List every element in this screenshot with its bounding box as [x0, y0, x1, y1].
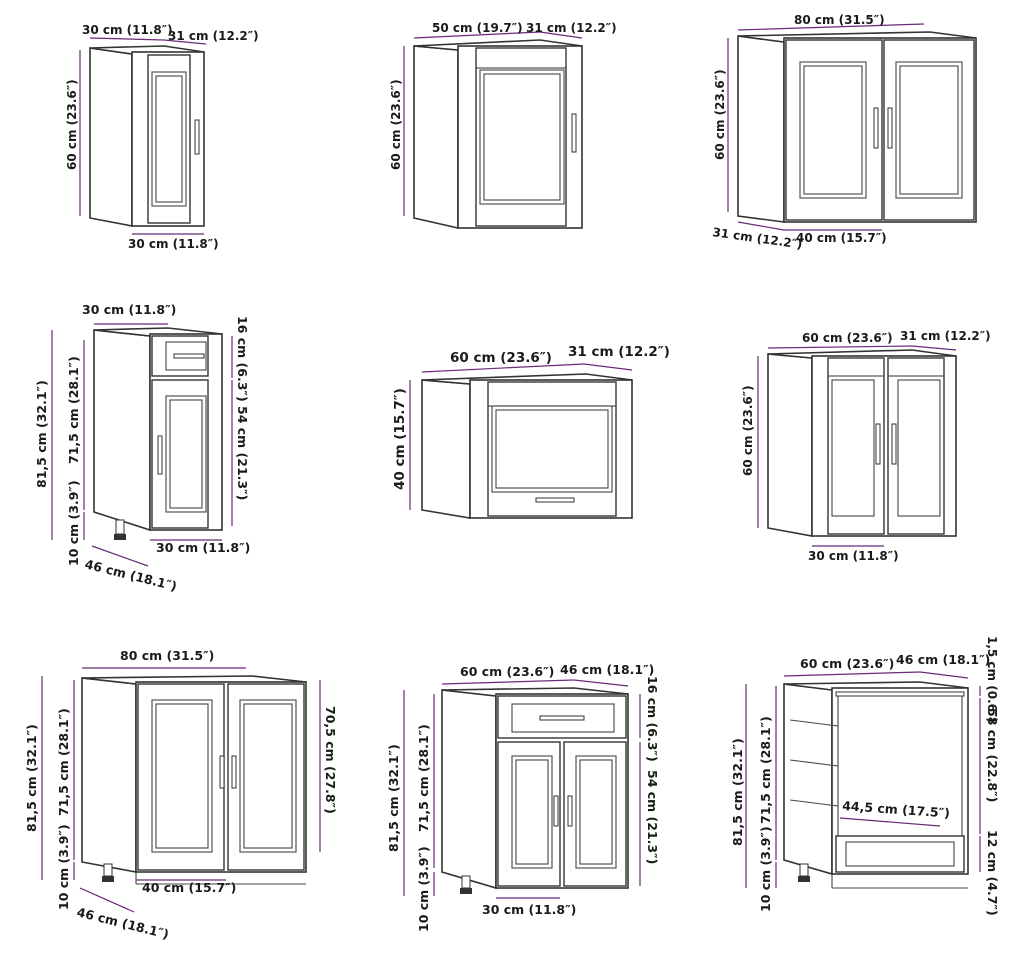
- sink-80-door-width: 40 cm (15.7″): [142, 880, 236, 895]
- base-60-door-height: 54 cm (21.3″): [645, 770, 660, 864]
- flap-60-width-top: 60 cm (23.6″): [450, 350, 552, 366]
- cabinet-wall-flap-60: [421, 373, 633, 519]
- base-60-width-top: 60 cm (23.6″): [460, 664, 554, 679]
- base-60-drawer-height: 16 cm (6.3″): [645, 676, 660, 762]
- sink-80-door-height: 70,5 cm (27.8″): [323, 706, 338, 814]
- cabinet-wall-60: [767, 349, 957, 537]
- wall-80-door-width: 40 cm (15.7″): [796, 231, 887, 245]
- sink-80-width-top: 80 cm (31.5″): [120, 648, 214, 663]
- wall-30-height: 60 cm (23.6″): [65, 79, 79, 170]
- dimensions-sink-base-80: [41, 667, 321, 913]
- flap-60-height: 40 cm (15.7″): [392, 388, 408, 490]
- dimensions-wall-60: [757, 345, 957, 547]
- base-30-body-height: 71,5 cm (28.1″): [66, 356, 81, 464]
- oven-60-width-top: 60 cm (23.6″): [800, 656, 894, 671]
- wall-50-height: 60 cm (23.6″): [389, 79, 403, 170]
- cabinet-base-drawer-30: [93, 327, 223, 540]
- dimensions-oven-housing-60: [745, 671, 981, 888]
- oven-60-total-height: 81,5 cm (32.1″): [730, 738, 745, 846]
- base-60-door-width: 30 cm (11.8″): [482, 902, 576, 917]
- wall-30-width-top: 30 cm (11.8″): [82, 23, 173, 37]
- base-30-width-top: 30 cm (11.8″): [82, 302, 176, 317]
- cabinet-wall-50: [413, 39, 583, 230]
- cabinet-oven-housing-60: [783, 681, 969, 889]
- base-30-drawer-height: 16 cm (6.3″): [235, 316, 250, 402]
- dimensions-wall-80: [727, 23, 925, 231]
- base-30-leg-height: 10 cm (3.9″): [66, 480, 81, 566]
- sink-80-body-height: 71,5 cm (28.1″): [56, 708, 71, 816]
- cabinet-sink-base-80: [81, 675, 307, 885]
- base-30-door-height: 54 cm (21.3″): [235, 406, 250, 500]
- base-60-total-height: 81,5 cm (32.1″): [386, 744, 401, 852]
- dimensions-base-drawer-30: [51, 323, 233, 567]
- wall-80-width-top: 80 cm (31.5″): [794, 13, 885, 27]
- base-30-total-height: 81,5 cm (32.1″): [34, 380, 49, 488]
- wall-30-depth-top: 31 cm (12.2″): [168, 29, 259, 43]
- dimensions-base-drawer-60: [403, 679, 641, 899]
- oven-60-body-height: 71,5 cm (28.1″): [758, 716, 773, 824]
- sink-80-total-height: 81,5 cm (32.1″): [24, 724, 39, 832]
- wall-60-width-top: 60 cm (23.6″): [802, 331, 893, 345]
- oven-60-leg-height: 10 cm (3.9″): [758, 826, 773, 912]
- base-30-depth: 46 cm (18.1″): [83, 556, 178, 593]
- cabinet-wall-30: [89, 45, 205, 227]
- dimensions-wall-50: [403, 31, 583, 216]
- base-60-body-height: 71,5 cm (28.1″): [416, 724, 431, 832]
- wall-50-width-top: 50 cm (19.7″): [432, 21, 523, 35]
- cabinet-base-drawer-60: [441, 687, 629, 894]
- wall-60-depth-top: 31 cm (12.2″): [900, 329, 991, 343]
- sink-80-leg-height: 10 cm (3.9″): [56, 824, 71, 910]
- wall-60-door-width: 30 cm (11.8″): [808, 549, 899, 563]
- wall-30-door-width: 30 cm (11.8″): [128, 237, 219, 251]
- flap-60-depth-top: 31 cm (12.2″): [568, 344, 670, 360]
- base-60-leg-height: 10 cm (3.9″): [416, 846, 431, 932]
- oven-60-top-rail: 1,5 cm (0.6″): [985, 636, 999, 723]
- wall-50-depth-top: 31 cm (12.2″): [526, 21, 617, 35]
- oven-60-opening-height: 58 cm (22.8″): [985, 708, 1000, 802]
- base-30-width-bottom: 30 cm (11.8″): [156, 540, 250, 555]
- cabinet-wall-80: [737, 31, 977, 223]
- wall-80-depth-bottom: 31 cm (12.2″): [712, 225, 804, 251]
- wall-60-height: 60 cm (23.6″): [741, 385, 755, 476]
- dimensions-wall-30: [79, 37, 207, 235]
- wall-80-height: 60 cm (23.6″): [713, 69, 727, 160]
- sink-80-depth: 46 cm (18.1″): [75, 904, 170, 941]
- oven-60-depth-top: 46 cm (18.1″): [896, 652, 990, 667]
- base-60-depth-top: 46 cm (18.1″): [560, 662, 654, 677]
- oven-60-drawer-height: 12 cm (4.7″): [985, 830, 1000, 916]
- dimensions-wall-flap-60: [409, 363, 633, 510]
